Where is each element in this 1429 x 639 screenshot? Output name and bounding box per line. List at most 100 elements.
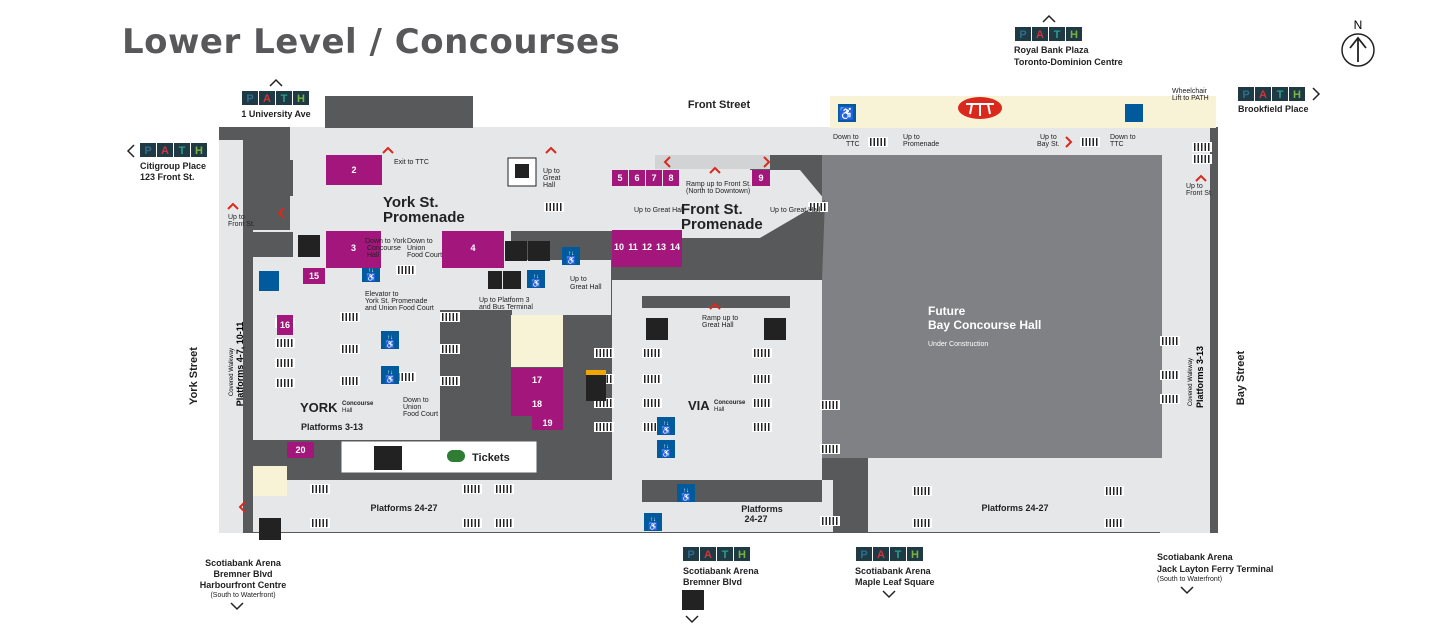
york-street-label: York Street bbox=[188, 347, 200, 405]
path-logo-letter: H bbox=[1293, 89, 1301, 101]
path-scotiabank-bremner-2: Bremner Blvd bbox=[683, 577, 742, 587]
york-promenade-1: York St. bbox=[383, 194, 439, 211]
front-street-path-corridor bbox=[830, 96, 1216, 128]
york-hall-word: Hall bbox=[342, 408, 352, 414]
wheelchair-lift-2: Lift to PATH bbox=[1172, 95, 1209, 102]
path-logo-letter: A bbox=[263, 93, 271, 105]
bus-icon bbox=[503, 271, 521, 289]
shop-unit-14 bbox=[668, 230, 682, 267]
down-ttc-left-1: Down to bbox=[833, 134, 859, 141]
shop-number: 15 bbox=[309, 271, 319, 281]
shop-number: 3 bbox=[351, 243, 356, 253]
down-union-food-1a: Down to bbox=[407, 238, 433, 245]
down-union-food-2b: Union bbox=[403, 404, 421, 411]
elevator-icon bbox=[1125, 104, 1143, 122]
elevator-york-2: York St. Promenade bbox=[365, 298, 427, 305]
atm-icon bbox=[298, 235, 320, 257]
path-logo-tile bbox=[1238, 87, 1254, 101]
shop-number: 20 bbox=[295, 445, 305, 455]
ramp-front-street bbox=[655, 155, 770, 169]
up-promenade-1: Up to bbox=[903, 134, 920, 141]
elevator-york-1: Elevator to bbox=[365, 291, 399, 298]
front-street-label: Front Street bbox=[688, 99, 751, 111]
path-logo-tile bbox=[907, 547, 923, 561]
shop-number: 9 bbox=[758, 173, 763, 183]
path-logo-letter: H bbox=[1070, 29, 1078, 41]
shop-unit-3 bbox=[326, 231, 381, 268]
exit-harbourfront-2: Bremner Blvd bbox=[213, 569, 272, 579]
path-logo-letter: P bbox=[144, 145, 151, 157]
bicycle-icon bbox=[259, 518, 281, 540]
shop-unit-2 bbox=[326, 155, 382, 185]
exit-harbourfront-4: (South to Waterfront) bbox=[210, 592, 275, 599]
shop-number: 17 bbox=[532, 375, 542, 385]
platforms-24-27-left: Platforms 24-27 bbox=[370, 503, 437, 513]
info-icon bbox=[259, 271, 279, 291]
exit-ttc-label: Exit to TTC bbox=[394, 159, 429, 166]
york-walkway-2: Platforms 4-7, 10-11 bbox=[235, 322, 245, 407]
future-bay-1: Future bbox=[928, 304, 966, 318]
shop-number: 2 bbox=[351, 165, 356, 175]
path-logo-tile bbox=[734, 547, 750, 561]
path-logo-tile bbox=[873, 547, 889, 561]
shop-number: 12 bbox=[642, 242, 652, 252]
path-logo-tile bbox=[1255, 87, 1271, 101]
path-logo-tile bbox=[683, 547, 699, 561]
up-great-hall-2: Up to Great Hall bbox=[634, 207, 685, 214]
under-construction: Under Construction bbox=[928, 341, 988, 348]
exit-harbourfront-3: Harbourfront Centre bbox=[200, 580, 287, 590]
york-concourse-name: YORK bbox=[300, 400, 338, 415]
north-label: N bbox=[1354, 18, 1363, 32]
front-promenade-1: Front St. bbox=[681, 201, 743, 218]
washroom-icon-via-left bbox=[646, 318, 668, 340]
shop-unit-15 bbox=[303, 268, 325, 284]
shop-unit-7 bbox=[646, 170, 662, 186]
shop-unit-9 bbox=[752, 170, 770, 186]
shop-unit-19 bbox=[532, 416, 563, 430]
via-concourse-name: VIA bbox=[688, 398, 710, 413]
path-royal-bank-1: Royal Bank Plaza bbox=[1014, 45, 1090, 55]
washroom-icon bbox=[505, 241, 527, 261]
path-logo-tile bbox=[191, 143, 207, 157]
future-bay-2: Bay Concourse Hall bbox=[928, 318, 1041, 332]
exit-jack-layton-2: Jack Layton Ferry Terminal bbox=[1157, 564, 1273, 574]
bay-street-label: Bay Street bbox=[1235, 350, 1247, 405]
north-arrow-icon bbox=[1341, 33, 1375, 67]
platforms-24-27-right: Platforms 24-27 bbox=[981, 503, 1048, 513]
down-union-food-2a: Down to bbox=[403, 397, 429, 404]
svg-text:♿: ♿ bbox=[839, 106, 855, 121]
path-logo-letter: T bbox=[1054, 29, 1061, 41]
down-york-hall-2: Concourse bbox=[367, 245, 401, 252]
up-bay-2: Bay St. bbox=[1037, 141, 1060, 148]
up-promenade-2: Promenade bbox=[903, 141, 939, 148]
shop-number: 14 bbox=[670, 242, 680, 252]
path-logo-letter: A bbox=[877, 549, 885, 561]
path-logo-tile bbox=[174, 143, 190, 157]
down-york-hall-3: Hall bbox=[367, 252, 380, 259]
path-logo-letter: H bbox=[911, 549, 919, 561]
shop-number: 11 bbox=[628, 242, 638, 252]
go-transit-logo bbox=[447, 450, 465, 462]
shop-number: 5 bbox=[617, 173, 622, 183]
up-great-hall-1c: Hall bbox=[543, 182, 556, 189]
shop-unit-16 bbox=[277, 315, 293, 335]
path-logo-letter: A bbox=[704, 549, 712, 561]
path-logo-letter: A bbox=[1259, 89, 1267, 101]
path-logo-letter: P bbox=[1019, 29, 1026, 41]
path-citigroup-1: Citigroup Place bbox=[140, 161, 206, 171]
york-platforms-label: Platforms 3-13 bbox=[301, 422, 363, 432]
up-great-hall-1a: Up to bbox=[543, 168, 560, 175]
tickets-area bbox=[340, 440, 538, 474]
exit-harbourfront-1: Scotiabank Arena bbox=[205, 558, 282, 568]
york-promenade-2: Promenade bbox=[383, 209, 465, 226]
ticket-agent-icon bbox=[374, 446, 402, 470]
shop-number: 10 bbox=[614, 242, 624, 252]
path-scotiabank-bremner-1: Scotiabank Arena bbox=[683, 566, 760, 576]
path-logo-letter: H bbox=[738, 549, 746, 561]
shop-unit-5 bbox=[612, 170, 628, 186]
path-maple-leaf-2: Maple Leaf Square bbox=[855, 577, 935, 587]
